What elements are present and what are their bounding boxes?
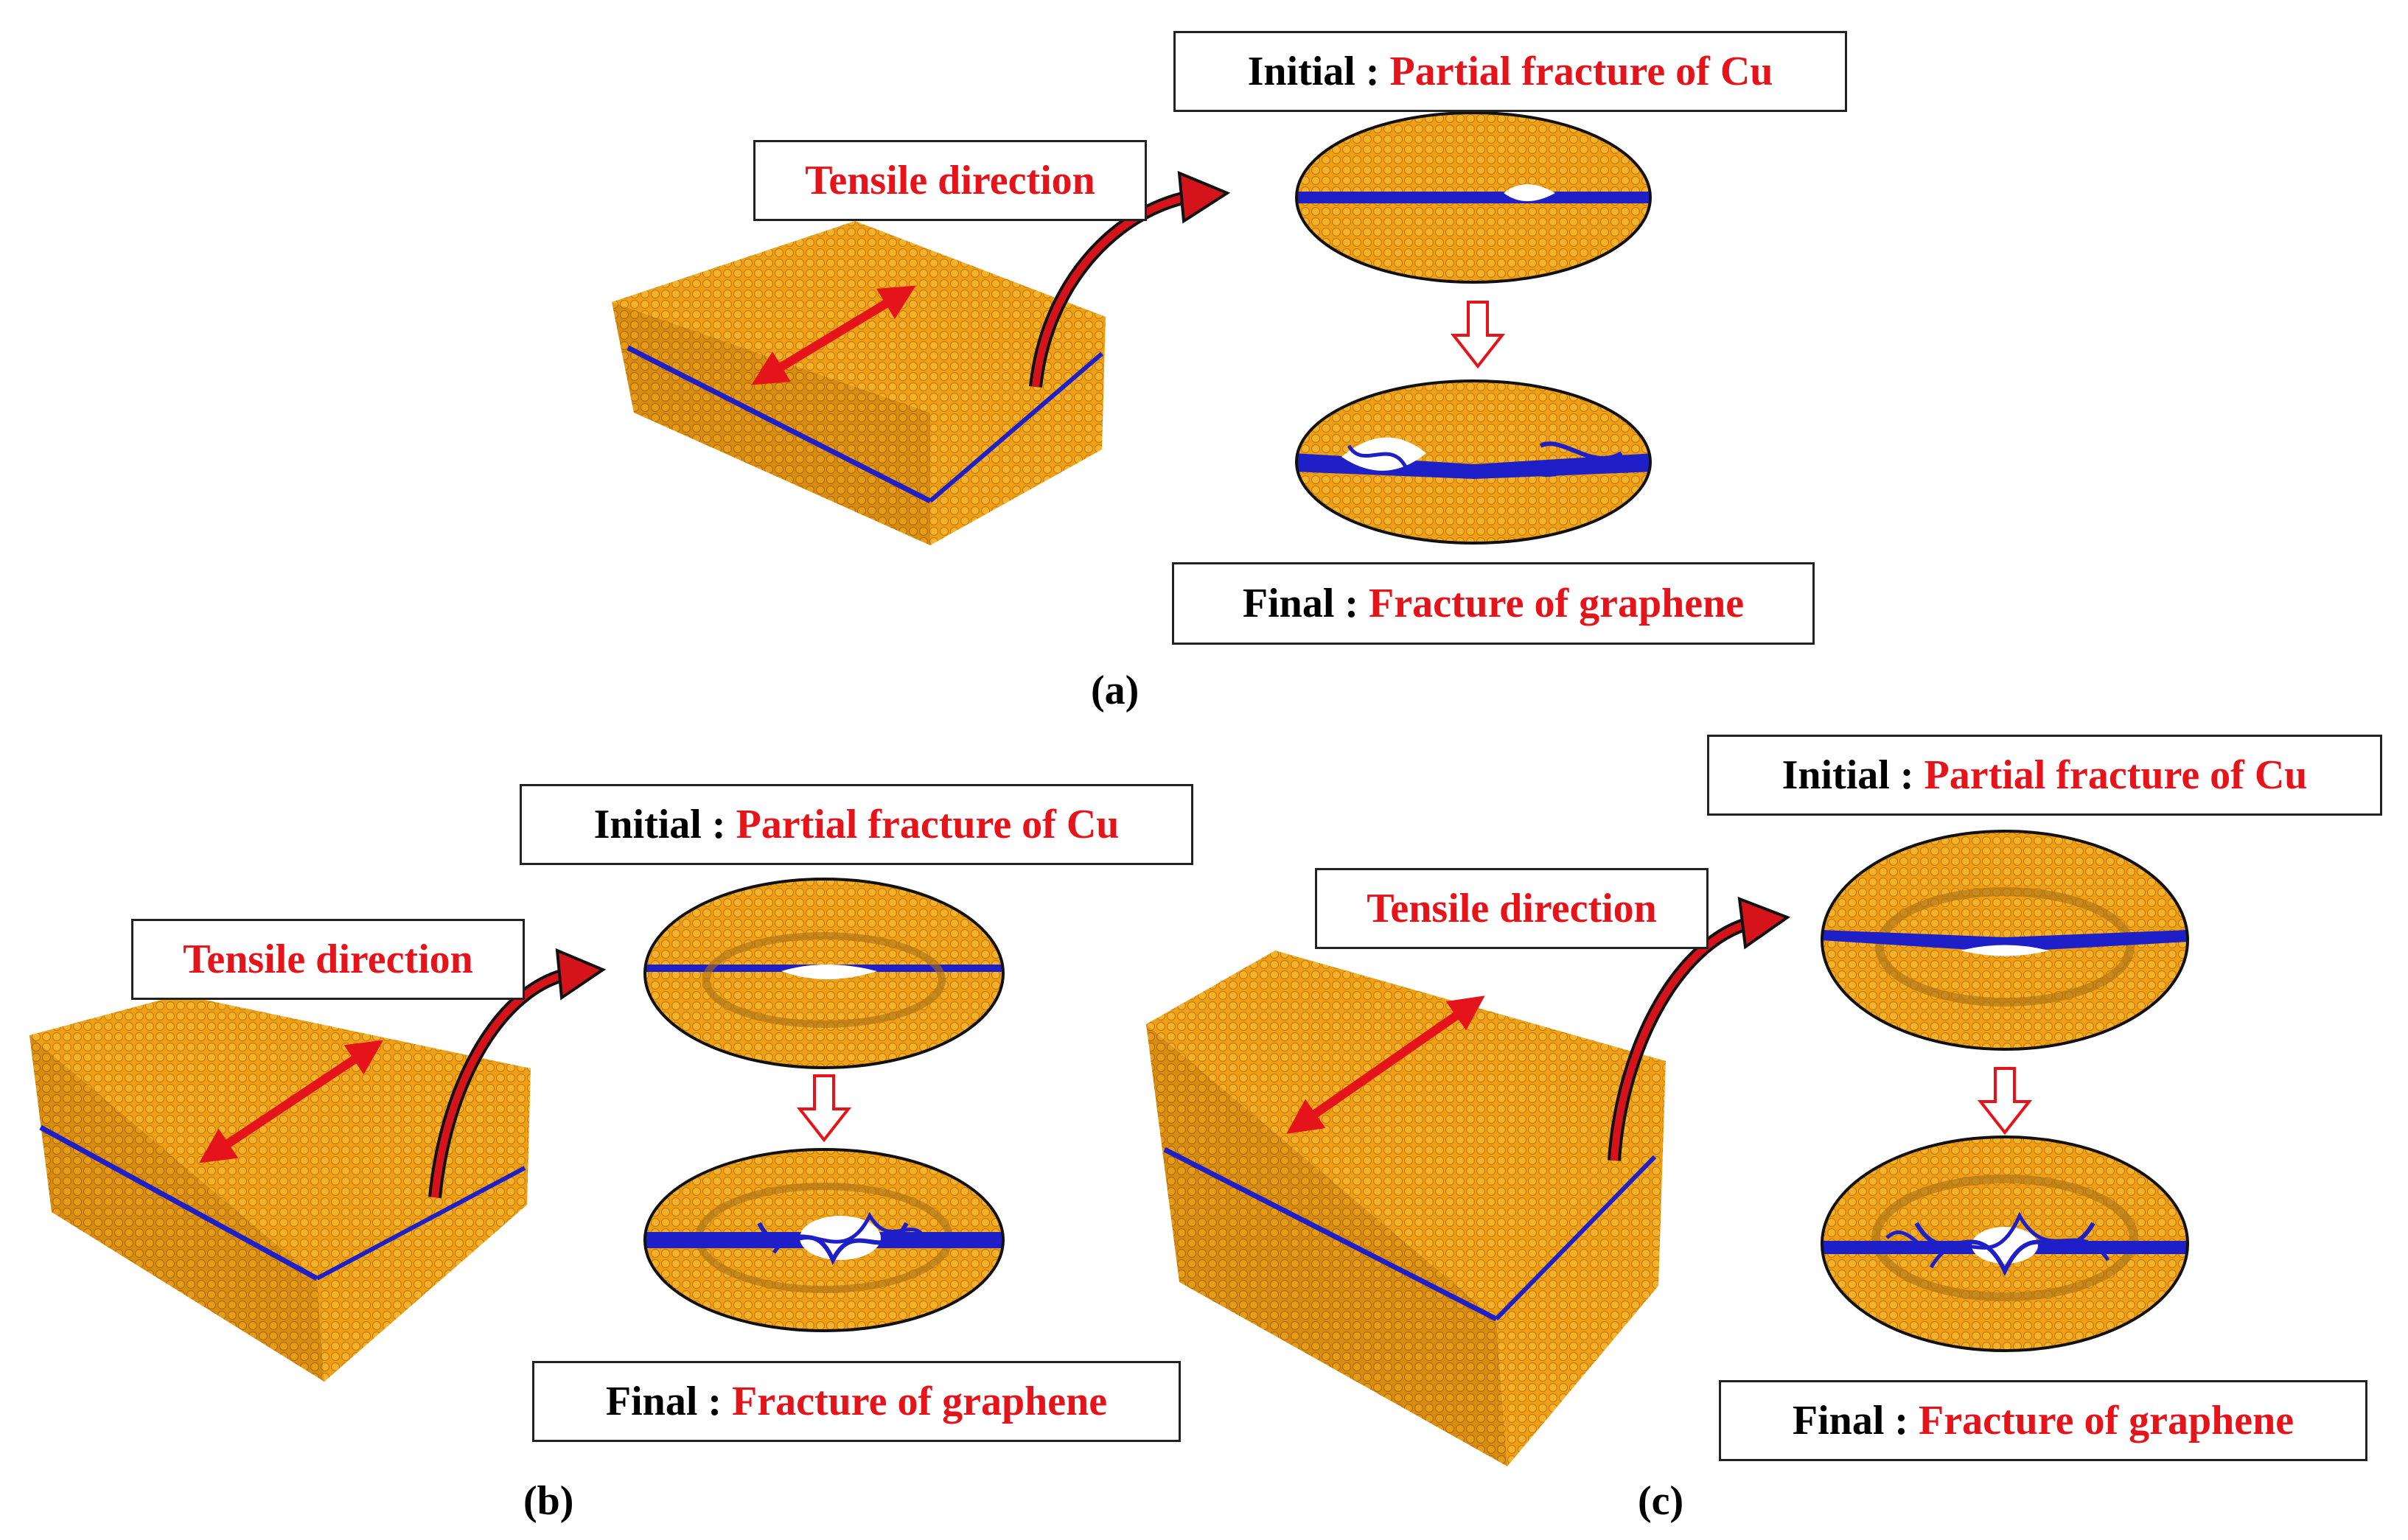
initial-key-b: Initial : (593, 802, 726, 847)
down-arrow-b (796, 1074, 852, 1143)
initial-value-c: Partial fracture of Cu (1924, 752, 2308, 798)
graphene-layer-c (1163, 1147, 1498, 1322)
down-arrow-a (1450, 301, 1506, 369)
tensile-direction-label-b: Tensile direction (131, 919, 525, 1000)
initial-key-c: Initial : (1781, 752, 1914, 798)
initial-label-a: Initial : Partial fracture of Cu (1173, 31, 1847, 112)
tensile-text-a: Tensile direction (805, 158, 1095, 203)
copper-block-c (1146, 896, 1791, 1466)
graphene-layer-a (627, 345, 932, 504)
copper-block-b (29, 948, 607, 1382)
tensile-arrow-a (751, 285, 916, 385)
initial-label-c: Initial : Partial fracture of Cu (1707, 735, 2382, 816)
zoom-final-a (1295, 379, 1652, 545)
initial-value-a: Partial fracture of Cu (1389, 49, 1773, 94)
initial-label-b: Initial : Partial fracture of Cu (520, 784, 1193, 865)
initial-key-a: Initial : (1247, 49, 1380, 94)
tensile-text-b: Tensile direction (183, 937, 473, 982)
final-value-b: Fracture of graphene (732, 1379, 1108, 1424)
final-key-b: Final : (605, 1379, 722, 1424)
initial-value-b: Partial fracture of Cu (736, 802, 1120, 847)
final-key-c: Final : (1792, 1398, 1909, 1443)
tensile-direction-label-a: Tensile direction (753, 140, 1147, 221)
tensile-arrow-b (199, 1040, 383, 1163)
final-key-a: Final : (1242, 581, 1359, 626)
down-arrow-c (1977, 1067, 2033, 1135)
zoom-initial-c (1821, 830, 2189, 1051)
copper-block-a (612, 170, 1231, 545)
graphene-layer-b (39, 1124, 318, 1281)
caption-a: (a) (1091, 668, 1140, 713)
zoom-initial-b (643, 878, 1005, 1069)
final-label-a: Final : Fracture of graphene (1172, 562, 1815, 645)
final-label-b: Final : Fracture of graphene (532, 1361, 1181, 1442)
final-value-c: Fracture of graphene (1919, 1398, 2294, 1443)
caption-b: (b) (523, 1478, 574, 1524)
zoom-final-c (1821, 1135, 2189, 1352)
tensile-direction-label-c: Tensile direction (1315, 868, 1709, 949)
tensile-text-c: Tensile direction (1367, 886, 1657, 931)
zoom-final-b (643, 1148, 1005, 1332)
tensile-arrow-c (1286, 995, 1485, 1134)
final-value-a: Fracture of graphene (1369, 581, 1745, 626)
final-label-c: Final : Fracture of graphene (1719, 1380, 2367, 1461)
zoom-initial-a (1295, 111, 1652, 284)
caption-c: (c) (1638, 1478, 1684, 1524)
